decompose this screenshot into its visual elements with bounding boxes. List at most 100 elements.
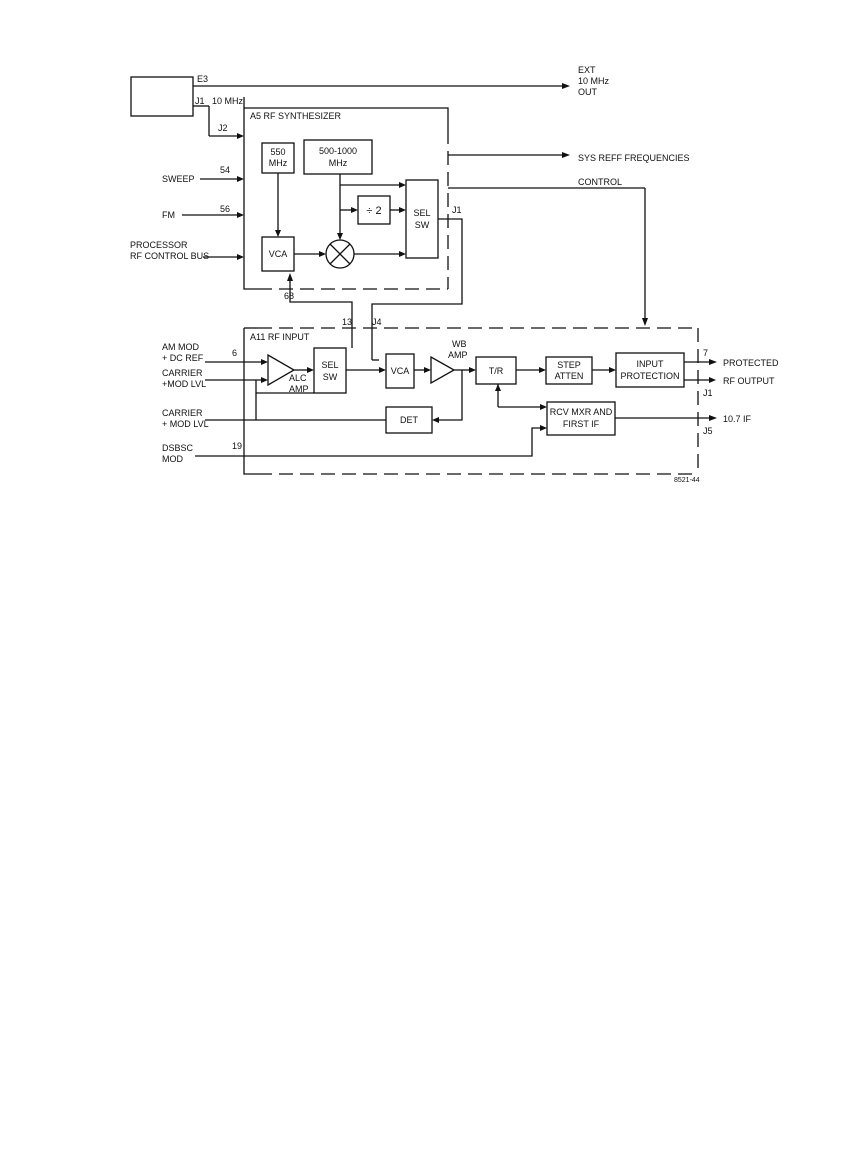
rcv-mxr-block — [546, 401, 616, 436]
label-alc-1: ALC — [289, 373, 307, 383]
det-text: DET — [400, 415, 419, 425]
label-j4: J4 — [372, 317, 382, 327]
label-pin-56: 56 — [220, 204, 230, 214]
label-am-mod-2: + DC REF — [162, 353, 204, 363]
det-block — [385, 406, 433, 434]
label-pin-54: 54 — [220, 165, 230, 175]
arrow-carrier1 — [261, 377, 268, 383]
wb-amp-triangle — [430, 355, 456, 385]
wire-68-13 — [289, 281, 353, 348]
label-processor-1: PROCESSOR — [130, 240, 188, 250]
arrow-osc-mixer — [337, 233, 343, 240]
arrow-tr-rcv — [540, 404, 547, 410]
label-dsbsc-2: MOD — [162, 454, 183, 464]
label-carrier2-1: CARRIER — [162, 408, 203, 418]
arrow-tr-step — [539, 367, 546, 373]
a5-title: A5 RF SYNTHESIZER — [250, 111, 342, 121]
sel-sw-a5-text-2: SW — [415, 220, 430, 230]
label-protected: PROTECTED — [723, 358, 779, 368]
label-wb-1: WB — [452, 339, 467, 349]
arrow-550-vca — [275, 230, 281, 237]
tr-block — [475, 356, 517, 385]
arrow-alc-selsw — [307, 367, 314, 373]
arrow-wb-tr — [469, 367, 476, 373]
label-alc-2: AMP — [289, 384, 309, 394]
input-protection-block — [615, 352, 685, 388]
label-j2: J2 — [218, 123, 228, 133]
a11-title: A11 RF INPUT — [250, 332, 310, 342]
label-if-out: 10.7 IF — [723, 414, 752, 424]
figure-id: 8521-44 — [674, 477, 700, 484]
a11-border-left — [243, 328, 258, 475]
label-carrier1-2: +MOD LVL — [162, 379, 206, 389]
osc-550-text-1: 550 — [270, 147, 285, 157]
label-pin-7: 7 — [703, 348, 708, 358]
arrow-fm — [237, 212, 244, 218]
label-j1-a11: J1 — [703, 388, 713, 398]
a5-border-left — [243, 97, 258, 290]
arrow-sys-reff — [562, 152, 570, 158]
osc-500-text-2: MHz — [329, 158, 348, 168]
input-protection-text-1: INPUT — [637, 359, 665, 369]
arrow-rf-output — [709, 377, 716, 383]
sel-sw-a11-text-2: SW — [323, 372, 338, 382]
arrow-mixer-selsw — [399, 251, 406, 257]
label-pin-13: 13 — [342, 317, 352, 327]
arrow-68 — [287, 273, 293, 281]
label-ext-3: OUT — [578, 87, 598, 97]
tr-text: T/R — [489, 366, 504, 376]
wire-j1-j4 — [371, 218, 463, 352]
divide-by-2-text: ÷ 2 — [366, 205, 381, 217]
sel-sw-a11-text-1: SEL — [321, 360, 338, 370]
label-e3: E3 — [197, 74, 208, 84]
arrow-ext-out — [562, 83, 570, 89]
label-ext-1: EXT — [578, 65, 596, 75]
label-carrier1-1: CARRIER — [162, 368, 203, 378]
label-j1-top: J1 — [195, 96, 205, 106]
label-fm: FM — [162, 210, 175, 220]
arrow-vca-wb — [424, 367, 431, 373]
arrow-am-mod — [261, 359, 268, 365]
sel-sw-a5-text-1: SEL — [413, 208, 430, 218]
label-pin-19: 19 — [232, 441, 242, 451]
arrow-step-inprot — [609, 367, 616, 373]
input-protection-text-2: PROTECTION — [620, 371, 679, 381]
arrow-processor — [237, 254, 244, 260]
arrow-vca-mixer — [319, 251, 326, 257]
label-sweep: SWEEP — [162, 174, 195, 184]
reference-oscillator-block — [130, 76, 194, 117]
arrow-control — [642, 318, 648, 326]
rcv-mxr-text-1: RCV MXR AND — [550, 407, 613, 417]
vca-a5-text: VCA — [269, 249, 288, 259]
arrow-div-selsw — [399, 207, 406, 213]
arrow-osc-div — [351, 207, 358, 213]
a5-border-top — [244, 107, 449, 130]
arrow-protected — [709, 359, 717, 365]
label-am-mod-1: AM MOD — [162, 342, 199, 352]
label-10mhz: 10 MHz — [212, 96, 244, 106]
label-pin-68: 68 — [284, 291, 294, 301]
arrow-selsw-vca — [379, 367, 386, 373]
arrow-tr-up — [495, 384, 501, 391]
osc-500-text-1: 500-1000 — [319, 146, 357, 156]
label-j1-a5: J1 — [452, 205, 462, 215]
label-processor-2: RF CONTROL BUS — [130, 251, 209, 261]
label-pin-6: 6 — [232, 348, 237, 358]
label-j5: J5 — [703, 426, 713, 436]
arrow-j2 — [237, 133, 244, 139]
step-atten-text-1: STEP — [557, 360, 581, 370]
vca-a11-text: VCA — [391, 366, 410, 376]
sel-sw-a5-block — [405, 179, 439, 259]
vca-a11-block — [385, 353, 415, 389]
label-rf-output: RF OUTPUT — [723, 376, 775, 386]
label-carrier2-2: + MOD LVL — [162, 419, 209, 429]
wire-wb-det — [439, 370, 463, 421]
alc-amp-triangle — [267, 353, 296, 387]
label-wb-2: AMP — [448, 350, 468, 360]
osc-550-text-2: MHz — [269, 158, 288, 168]
osc-500-1000-block — [303, 139, 373, 175]
step-atten-text-2: ATTEN — [555, 371, 584, 381]
arrow-wb-det — [432, 417, 439, 423]
arrow-dsbsc — [540, 425, 547, 431]
